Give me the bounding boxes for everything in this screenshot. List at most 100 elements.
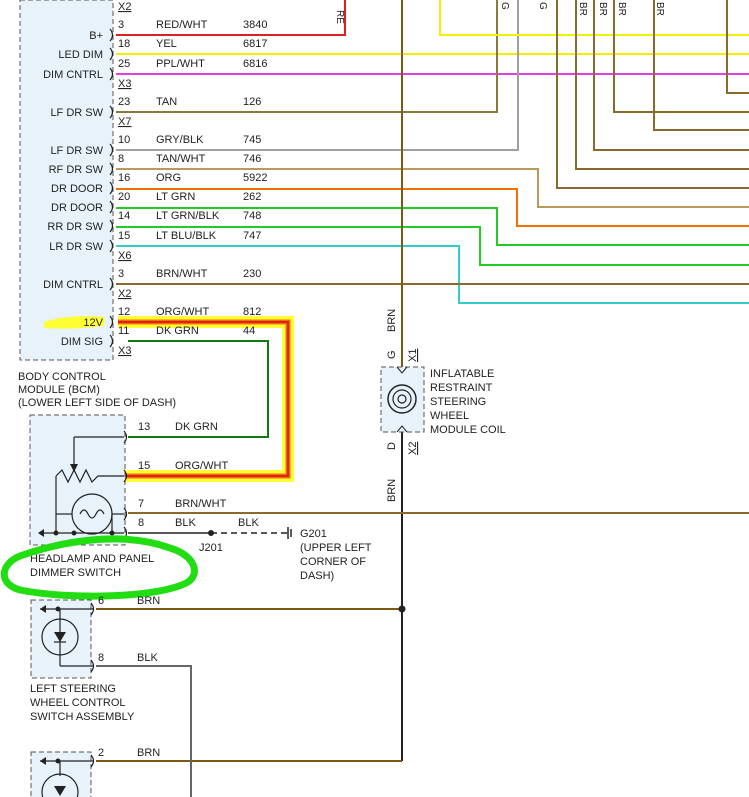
- lswc-title-2: WHEEL CONTROL: [30, 697, 126, 709]
- dimmer-switch: [29, 414, 126, 546]
- top-cut-labels: RE G G BR BR BR BR: [334, 2, 665, 24]
- wire-org: [116, 188, 749, 227]
- coil-conn-top: X1: [407, 349, 419, 362]
- coil-title-1: INFLATABLE: [430, 368, 494, 380]
- wire-lt-grn: [116, 207, 749, 246]
- bcm-pin-label: LED DIM: [58, 49, 103, 61]
- bcm-circuit-number: 745: [243, 134, 261, 146]
- cut-label-2: G: [537, 2, 548, 10]
- dimmer-pin-number: 15: [138, 460, 150, 472]
- bcm-pin-label: 12V: [83, 317, 103, 329]
- wire-tan: [116, 0, 498, 113]
- bottom-pin: 2: [98, 747, 104, 759]
- coil-assembly: BRN G X1 D X2 BRN INFLATABLE RESTRAINT S…: [380, 309, 506, 502]
- ground-line-2: CORNER OF: [300, 556, 366, 568]
- bcm-wire-color: LT GRN: [156, 191, 195, 203]
- coil-title-4: WHEEL: [430, 410, 469, 422]
- dimmer-labels: BLK J201 G201 (UPPER LEFT CORNER OF DASH…: [30, 517, 372, 582]
- conn-x7: X7: [118, 116, 131, 128]
- bcm-pin-label: DR DOOR: [51, 183, 103, 195]
- bcm-circuit-number: 262: [243, 191, 261, 203]
- coil-pin-top: G: [386, 350, 398, 359]
- bcm-wire-color: ORG: [156, 172, 181, 184]
- bcm-pin-row: LR DR SW 15 LT BLU/BLK 747: [49, 230, 261, 253]
- j201-splice-dot: [208, 530, 214, 536]
- bcm-wire-color: LT GRN/BLK: [156, 210, 220, 222]
- dimmer-pin-row: 15 ORG/WHT: [123, 460, 228, 483]
- lswc-pin-row: 8 BLK: [90, 652, 158, 673]
- bcm-pin-number: 12: [118, 306, 130, 318]
- bcm-wires: [116, 0, 749, 438]
- lswc-title-1: LEFT STEERING: [30, 683, 116, 695]
- bcm-wire-color: BRN/WHT: [156, 268, 208, 280]
- bcm-pin-number: 16: [118, 172, 130, 184]
- ground-line-1: (UPPER LEFT: [300, 542, 372, 554]
- bcm-pin-number: 3: [118, 19, 124, 31]
- j201-label: J201: [199, 542, 223, 554]
- bcm-pin-row: DR DOOR 16 ORG 5922: [51, 172, 267, 195]
- bcm-wire-color: YEL: [156, 38, 177, 50]
- lswc-pins: 6 BRN 8 BLK: [90, 595, 160, 673]
- bcm-pin-number: 8: [118, 153, 124, 165]
- wire-lt-blu-blk: [116, 245, 749, 304]
- bcm-pin-label: DIM CNTRL: [43, 69, 103, 81]
- lswc-wire-color: BLK: [137, 652, 158, 664]
- wire-tan-wht: [116, 168, 749, 208]
- bcm-circuit-number: 126: [243, 96, 261, 108]
- cut-label-0: RE: [334, 10, 345, 24]
- dimmer-title-2: DIMMER SWITCH: [30, 567, 121, 579]
- bcm-circuit-number: 5922: [243, 172, 267, 184]
- top-right-wires: [439, 0, 749, 189]
- lswc-pin-row: 6 BRN: [90, 595, 160, 616]
- bcm-pin-label: LF DR SW: [50, 145, 103, 157]
- splice-wire-label: BLK: [238, 517, 259, 529]
- bcm-pin-number: 25: [118, 58, 130, 70]
- g201-label: G201: [300, 528, 327, 540]
- dimmer-pin-number: 8: [138, 517, 144, 529]
- bcm-pin-label: DIM CNTRL: [43, 279, 103, 291]
- bottom-wire-color: BRN: [137, 747, 160, 759]
- bcm-pin-number: 15: [118, 230, 130, 242]
- dimmer-box: [29, 414, 126, 546]
- bcm-pin-number: 11: [118, 325, 129, 337]
- coil-wire-bottom: BRN: [386, 479, 398, 502]
- bcm-title-line-2: MODULE (BCM): [18, 384, 100, 396]
- bcm-wire-color: ORG/WHT: [156, 306, 209, 318]
- lswc-pin-number: 8: [98, 652, 104, 664]
- conn-x2-b: X2: [118, 288, 131, 300]
- bcm-wire-color: GRY/BLK: [156, 134, 204, 146]
- coil-conn-bottom: X2: [407, 442, 419, 455]
- lswc-pin-number: 6: [98, 595, 104, 607]
- conn-x2-a: X2: [118, 1, 131, 13]
- bcm-wire-color: TAN/WHT: [156, 153, 206, 165]
- bcm-circuit-number: 747: [243, 230, 261, 242]
- wire-red-wht: [116, 0, 346, 36]
- bcm-wire-color: LT BLU/BLK: [156, 230, 217, 242]
- bcm-pin-label: LR DR SW: [49, 241, 103, 253]
- lswc-wire-color: BRN: [137, 595, 160, 607]
- bcm-wire-color: TAN: [156, 96, 177, 108]
- bottom-module: 2 BRN: [30, 747, 160, 797]
- bcm-pin-number: 3: [118, 268, 124, 280]
- bcm-circuit-number: 748: [243, 210, 261, 222]
- bcm-circuit-number: 44: [243, 325, 255, 337]
- green-circle-mark: [0, 535, 198, 600]
- dimmer-pin-number: 7: [138, 498, 144, 510]
- dimmer-title-1: HEADLAMP AND PANEL: [30, 553, 154, 565]
- bcm-connector-labels: X2 X3 X7 X6 X2 X3: [118, 1, 131, 357]
- dimmer-wire-color: ORG/WHT: [175, 460, 228, 472]
- cut-label-4: BR: [597, 2, 608, 16]
- bcm-pin-label: B+: [89, 30, 103, 42]
